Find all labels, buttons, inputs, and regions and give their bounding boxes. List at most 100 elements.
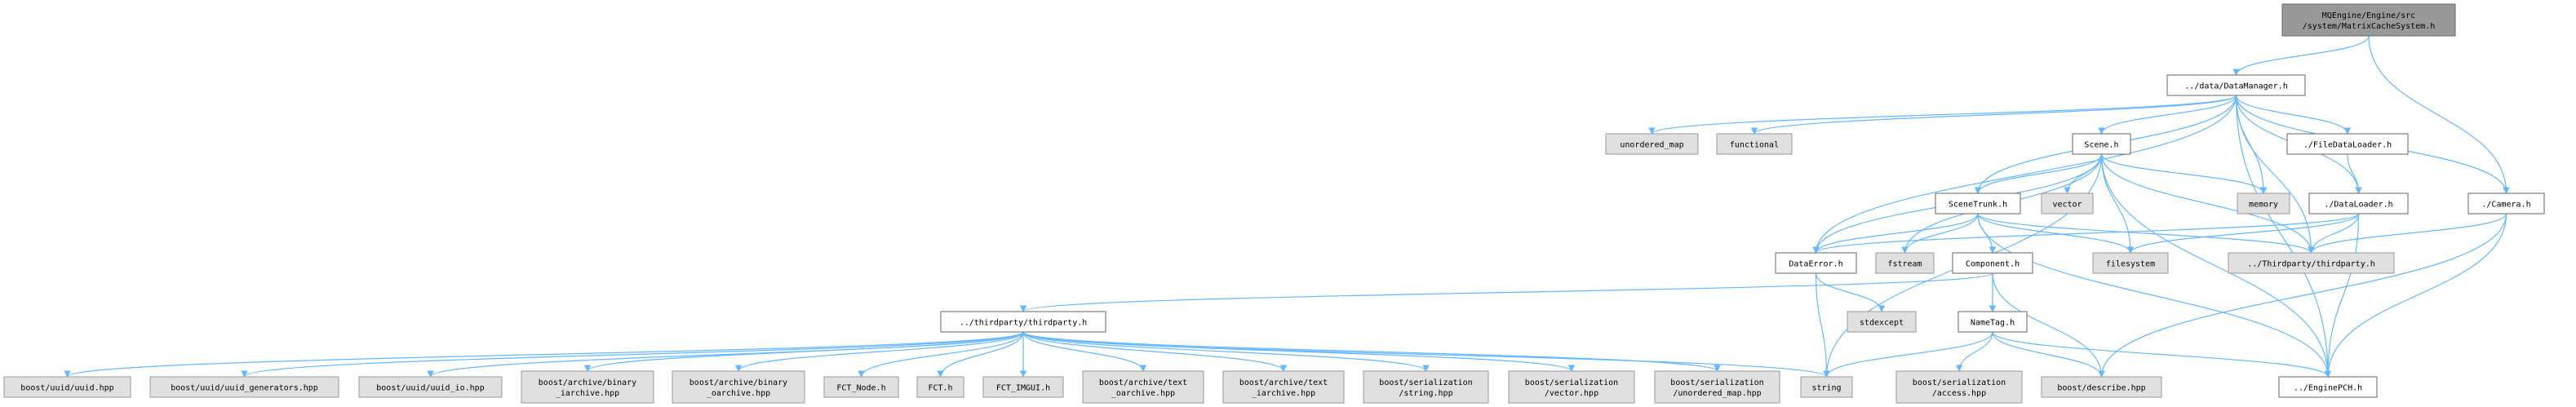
node-filesystem[interactable]: filesystem [2092,252,2169,274]
node-box [1935,192,2021,215]
node-box [2286,133,2409,155]
node-box [982,376,1064,398]
edge-scene-to-scenetrunk [1974,153,2103,194]
node-uuid_io[interactable]: boost/uuid/uuid_io.hpp [358,376,503,398]
node-box [940,311,1106,333]
node-label: /unordered_map.hpp [1673,389,1761,398]
node-label: NameTag.h [1971,319,2015,328]
node-label: SceneTrunk.h [1949,201,2007,210]
edge-thirdparty-to-text_i [1022,331,1288,372]
node-thirdpartyT[interactable]: ../Thirdparty/thirdparty.h [2228,252,2395,274]
node-memory[interactable]: memory [2237,192,2290,215]
node-label: stdexcept [1860,319,1904,328]
node-ser_umap[interactable]: boost/serialization/unordered_map.hpp [1654,370,1780,404]
node-label: boost/serialization [1913,378,2006,387]
edge-thirdparty-to-ser_string [1022,331,1430,372]
node-label: FCT_IMGUI.h [996,384,1050,393]
node-bin_i[interactable]: boost/archive/binary_iarchive.hpp [521,370,654,404]
node-box [1222,370,1345,404]
node-vector[interactable]: vector [2041,192,2094,215]
node-component[interactable]: Component.h [1952,252,2033,274]
edges-layer [64,35,2510,378]
edge-datamanager-to-scene [2098,95,2237,135]
edge-component-to-thirdparty [1020,272,1993,312]
node-scenetrunk[interactable]: SceneTrunk.h [1935,192,2021,215]
node-fct[interactable]: FCT.h [916,376,964,398]
node-dataloader[interactable]: ./DataLoader.h [2308,192,2409,215]
edge-camera-to-describe [2098,213,2507,378]
node-functional[interactable]: functional [1716,133,1793,155]
node-ser_access[interactable]: boost/serialization/access.hpp [1895,370,2023,404]
node-box [149,376,339,398]
node-text_o[interactable]: boost/archive/text _oarchive.hpp [1082,370,1204,404]
node-label: ./DataLoader.h [2324,201,2392,210]
node-filedataloader[interactable]: ./FileDataLoader.h [2286,133,2409,155]
node-label: Scene.h [2084,141,2118,150]
node-label: string [1811,384,1841,393]
edge-scenetrunk-to-thirdpartyT [1977,213,2315,254]
node-label: DataError.h [1789,260,1842,269]
node-thirdparty[interactable]: ../thirdparty/thirdparty.h [940,311,1106,333]
node-dataerror[interactable]: DataError.h [1775,252,1857,274]
edge-datamanager-to-dataerror [1812,95,2237,254]
node-label: ../Thirdparty/thirdparty.h [2247,260,2375,269]
node-box [2237,192,2290,215]
node-stdexcept[interactable]: stdexcept [1847,311,1917,333]
node-label: boost/uuid/uuid.hpp [20,384,113,393]
node-label: FCT.h [928,384,952,393]
node-box [1716,133,1793,155]
edge-thirdparty-to-uuid_gen [241,331,1024,378]
node-box [1363,370,1489,404]
node-box [3,376,131,398]
node-scene[interactable]: Scene.h [2072,133,2131,155]
node-label: ./Camera.h [2481,201,2530,210]
node-describe[interactable]: boost/describe.hpp [2041,376,2162,398]
node-datamanager[interactable]: ../data/DataManager.h [2166,74,2306,96]
edge-thirdparty-to-bin_o [734,331,1024,372]
node-camera[interactable]: ./Camera.h [2467,192,2545,215]
edge-scene-to-thirdpartyT [2100,153,2315,254]
node-ser_string[interactable]: boost/serialization/string.hpp [1363,370,1489,404]
node-label: boost/archive/text [1099,378,1187,387]
node-enginepch[interactable]: ../EnginePCH.h [2278,376,2378,398]
node-box [358,376,503,398]
node-unordered_map[interactable]: unordered_map [1605,133,1699,155]
edge-nametag-to-enginepch [1992,331,2332,378]
node-fstream[interactable]: fstream [1875,252,1935,274]
node-box [1957,311,2028,333]
node-box [1605,133,1699,155]
node-label: vector [2052,201,2082,210]
edge-datamanager-to-filedataloader [2235,95,2352,135]
node-box [2041,376,2162,398]
node-fct_node[interactable]: FCT_Node.h [823,376,899,398]
edge-thirdparty-to-fct_node [858,331,1024,378]
node-label: filesystem [2106,260,2155,269]
edge-thirdparty-to-text_o [1022,331,1147,372]
node-uuid[interactable]: boost/uuid/uuid.hpp [3,376,131,398]
node-root[interactable]: MQEngine/Engine/src/system/MatrixCacheSy… [2281,3,2456,37]
node-label: /system/MatrixCacheSystem.h [2303,22,2436,31]
node-string[interactable]: string [1800,376,1853,398]
node-label: _oarchive.hpp [1111,389,1175,398]
edge-thirdparty-to-bin_i [583,331,1024,372]
node-bin_o[interactable]: boost/archive/binary_oarchive.hpp [672,370,805,404]
node-nametag[interactable]: NameTag.h [1957,311,2028,333]
node-box [1800,376,1853,398]
node-label: boost/archive/text [1239,378,1328,387]
node-box [2467,192,2545,215]
node-text_i[interactable]: boost/archive/text_iarchive.hpp [1222,370,1345,404]
node-box [2281,3,2456,37]
edge-dataloader-to-dataerror [1812,213,2360,254]
edge-dataloader-to-filesystem [2126,213,2360,254]
node-label: ../thirdparty/thirdparty.h [960,319,1088,328]
node-label: boost/describe.hpp [2057,384,2145,393]
node-box [1508,370,1635,404]
node-fct_imgui[interactable]: FCT_IMGUI.h [982,376,1064,398]
node-label: boost/uuid/uuid_io.hpp [376,384,484,393]
node-box [1952,252,2033,274]
edge-nametag-to-describe [1992,331,2105,378]
node-ser_vector[interactable]: boost/serialization/vector.hpp [1508,370,1635,404]
node-box [2278,376,2378,398]
node-uuid_gen[interactable]: boost/uuid/uuid_generators.hpp [149,376,339,398]
